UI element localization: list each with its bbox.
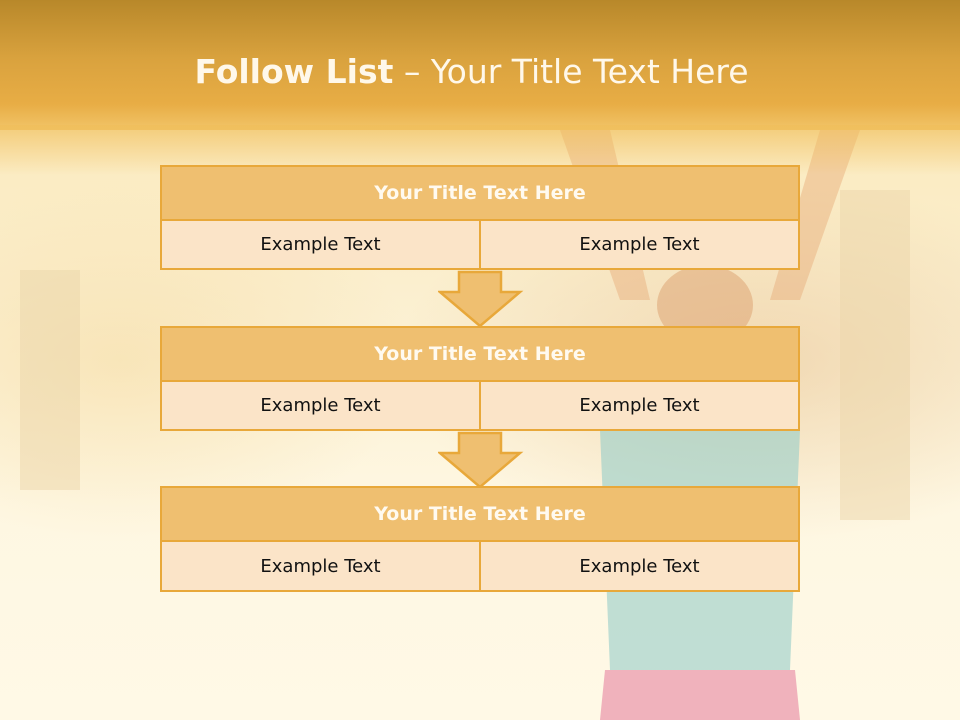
city-skyline bbox=[840, 190, 910, 520]
header-band bbox=[0, 0, 960, 130]
block-cell-right: Example Text bbox=[479, 221, 800, 270]
slide-title-rest: – Your Title Text Here bbox=[393, 52, 749, 91]
list-block: Your Title Text Here Example Text Exampl… bbox=[160, 326, 800, 431]
city-skyline bbox=[20, 270, 80, 490]
block-cell-left: Example Text bbox=[160, 221, 481, 270]
block-row: Example Text Example Text bbox=[160, 221, 800, 270]
block-title: Your Title Text Here bbox=[160, 326, 800, 382]
down-arrow-icon bbox=[438, 270, 524, 328]
block-row: Example Text Example Text bbox=[160, 382, 800, 431]
block-cell-right: Example Text bbox=[479, 382, 800, 431]
slide-title-bold: Follow List bbox=[194, 52, 394, 91]
block-cell-right: Example Text bbox=[479, 542, 800, 592]
block-title: Your Title Text Here bbox=[160, 486, 800, 542]
block-cell-left: Example Text bbox=[160, 542, 481, 592]
list-block: Your Title Text Here Example Text Exampl… bbox=[160, 165, 800, 270]
slide-title: Follow List – Your Title Text Here bbox=[0, 52, 943, 91]
block-title: Your Title Text Here bbox=[160, 165, 800, 221]
block-cell-left: Example Text bbox=[160, 382, 481, 431]
down-arrow-icon bbox=[438, 431, 524, 489]
list-block: Your Title Text Here Example Text Exampl… bbox=[160, 486, 800, 592]
block-row: Example Text Example Text bbox=[160, 542, 800, 592]
